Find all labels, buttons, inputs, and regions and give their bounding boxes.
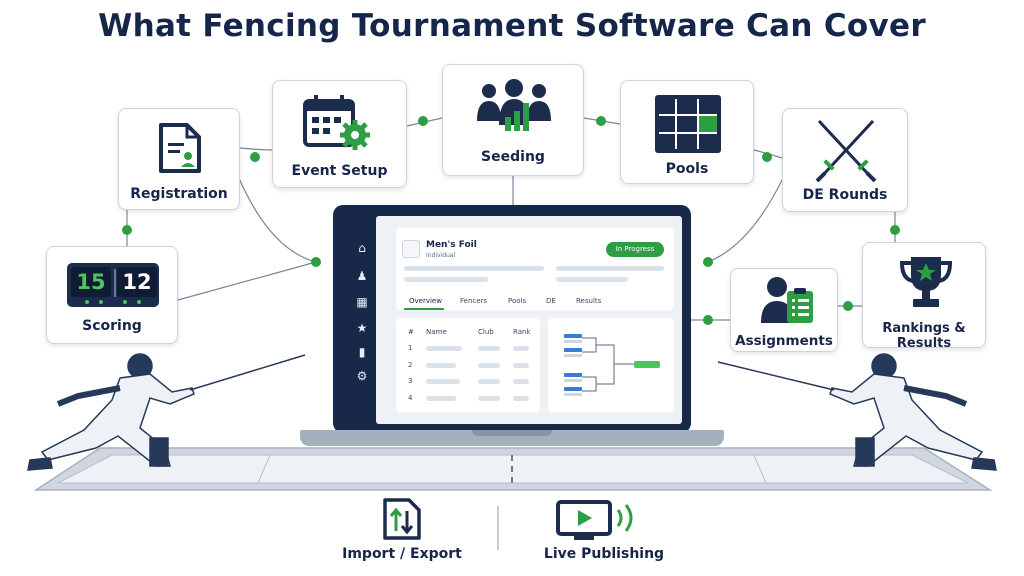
import-export-label: Import / Export <box>342 546 462 562</box>
rankings-card: Rankings & Results <box>862 242 986 351</box>
users-icon[interactable]: ♟ <box>356 269 368 283</box>
trophy-icon <box>899 257 953 307</box>
event-thumb <box>402 240 420 258</box>
de-rounds-label: DE Rounds <box>802 187 888 203</box>
laptop-notch <box>472 430 552 436</box>
import-export-icon <box>383 498 421 540</box>
home-icon[interactable]: ⌂ <box>358 241 366 255</box>
col-club: Club <box>478 328 494 336</box>
col-num: # <box>408 328 414 336</box>
table-row: 1 <box>408 344 413 352</box>
event-setup-label: Event Setup <box>291 163 388 179</box>
tab-results[interactable]: Results <box>576 297 602 305</box>
bottom-divider <box>497 506 499 550</box>
document-icon <box>159 123 201 173</box>
score-left: 15 <box>71 267 111 297</box>
tab-pools[interactable]: Pools <box>508 297 527 305</box>
registration-card: Registration <box>118 108 240 210</box>
table-row: 3 <box>408 377 413 385</box>
event-setup-card: Event Setup <box>272 80 407 188</box>
active-tab-indicator <box>404 308 444 310</box>
trophy-nav-icon[interactable]: ★ <box>356 321 368 335</box>
table-row: 2 <box>408 361 413 369</box>
status-badge: In Progress <box>606 242 664 257</box>
score-right: 12 <box>117 267 157 297</box>
calendar-icon[interactable]: ▦ <box>356 295 368 309</box>
table-row: 4 <box>408 394 413 402</box>
person-clipboard-icon <box>761 277 813 323</box>
event-name: Men's Foil <box>426 240 477 250</box>
assignments-label: Assignments <box>735 333 833 349</box>
scoring-card: 15 12 Scoring <box>46 246 178 344</box>
live-publishing-label: Live Publishing <box>543 546 665 562</box>
pools-label: Pools <box>665 161 709 177</box>
chart-icon[interactable]: ▮ <box>358 345 366 359</box>
live-screen-icon <box>556 500 633 540</box>
left-fencer-illustration <box>27 353 306 471</box>
registration-label: Registration <box>130 186 228 202</box>
de-rounds-card: DE Rounds <box>782 108 908 212</box>
laptop-base <box>300 430 724 446</box>
assignments-card: Assignments <box>730 268 838 352</box>
fencing-piste <box>33 447 993 491</box>
tab-overview[interactable]: Overview <box>409 297 442 305</box>
settings-icon[interactable]: ⚙ <box>356 369 368 383</box>
tab-de[interactable]: DE <box>546 297 556 305</box>
scoring-label: Scoring <box>82 318 142 334</box>
right-fencer-illustration <box>717 353 997 471</box>
tab-fencers[interactable]: Fencers <box>460 297 488 305</box>
page-title: What Fencing Tournament Software Can Cov… <box>98 8 926 44</box>
event-type: Individual <box>426 252 456 259</box>
pools-card: Pools <box>620 80 754 184</box>
calendar-gear-icon <box>303 95 370 150</box>
rankings-label: Rankings & Results <box>882 321 966 351</box>
seeding-label: Seeding <box>481 149 545 165</box>
col-name: Name <box>426 328 447 336</box>
col-rank: Rank <box>513 328 531 336</box>
bracket-diagram <box>564 334 660 396</box>
grid-icon <box>655 95 721 153</box>
scoreboard-icon: 15 12 <box>67 263 159 307</box>
seeding-card: Seeding <box>442 64 584 176</box>
crossed-swords-icon <box>815 119 877 183</box>
group-chart-icon <box>477 79 551 131</box>
